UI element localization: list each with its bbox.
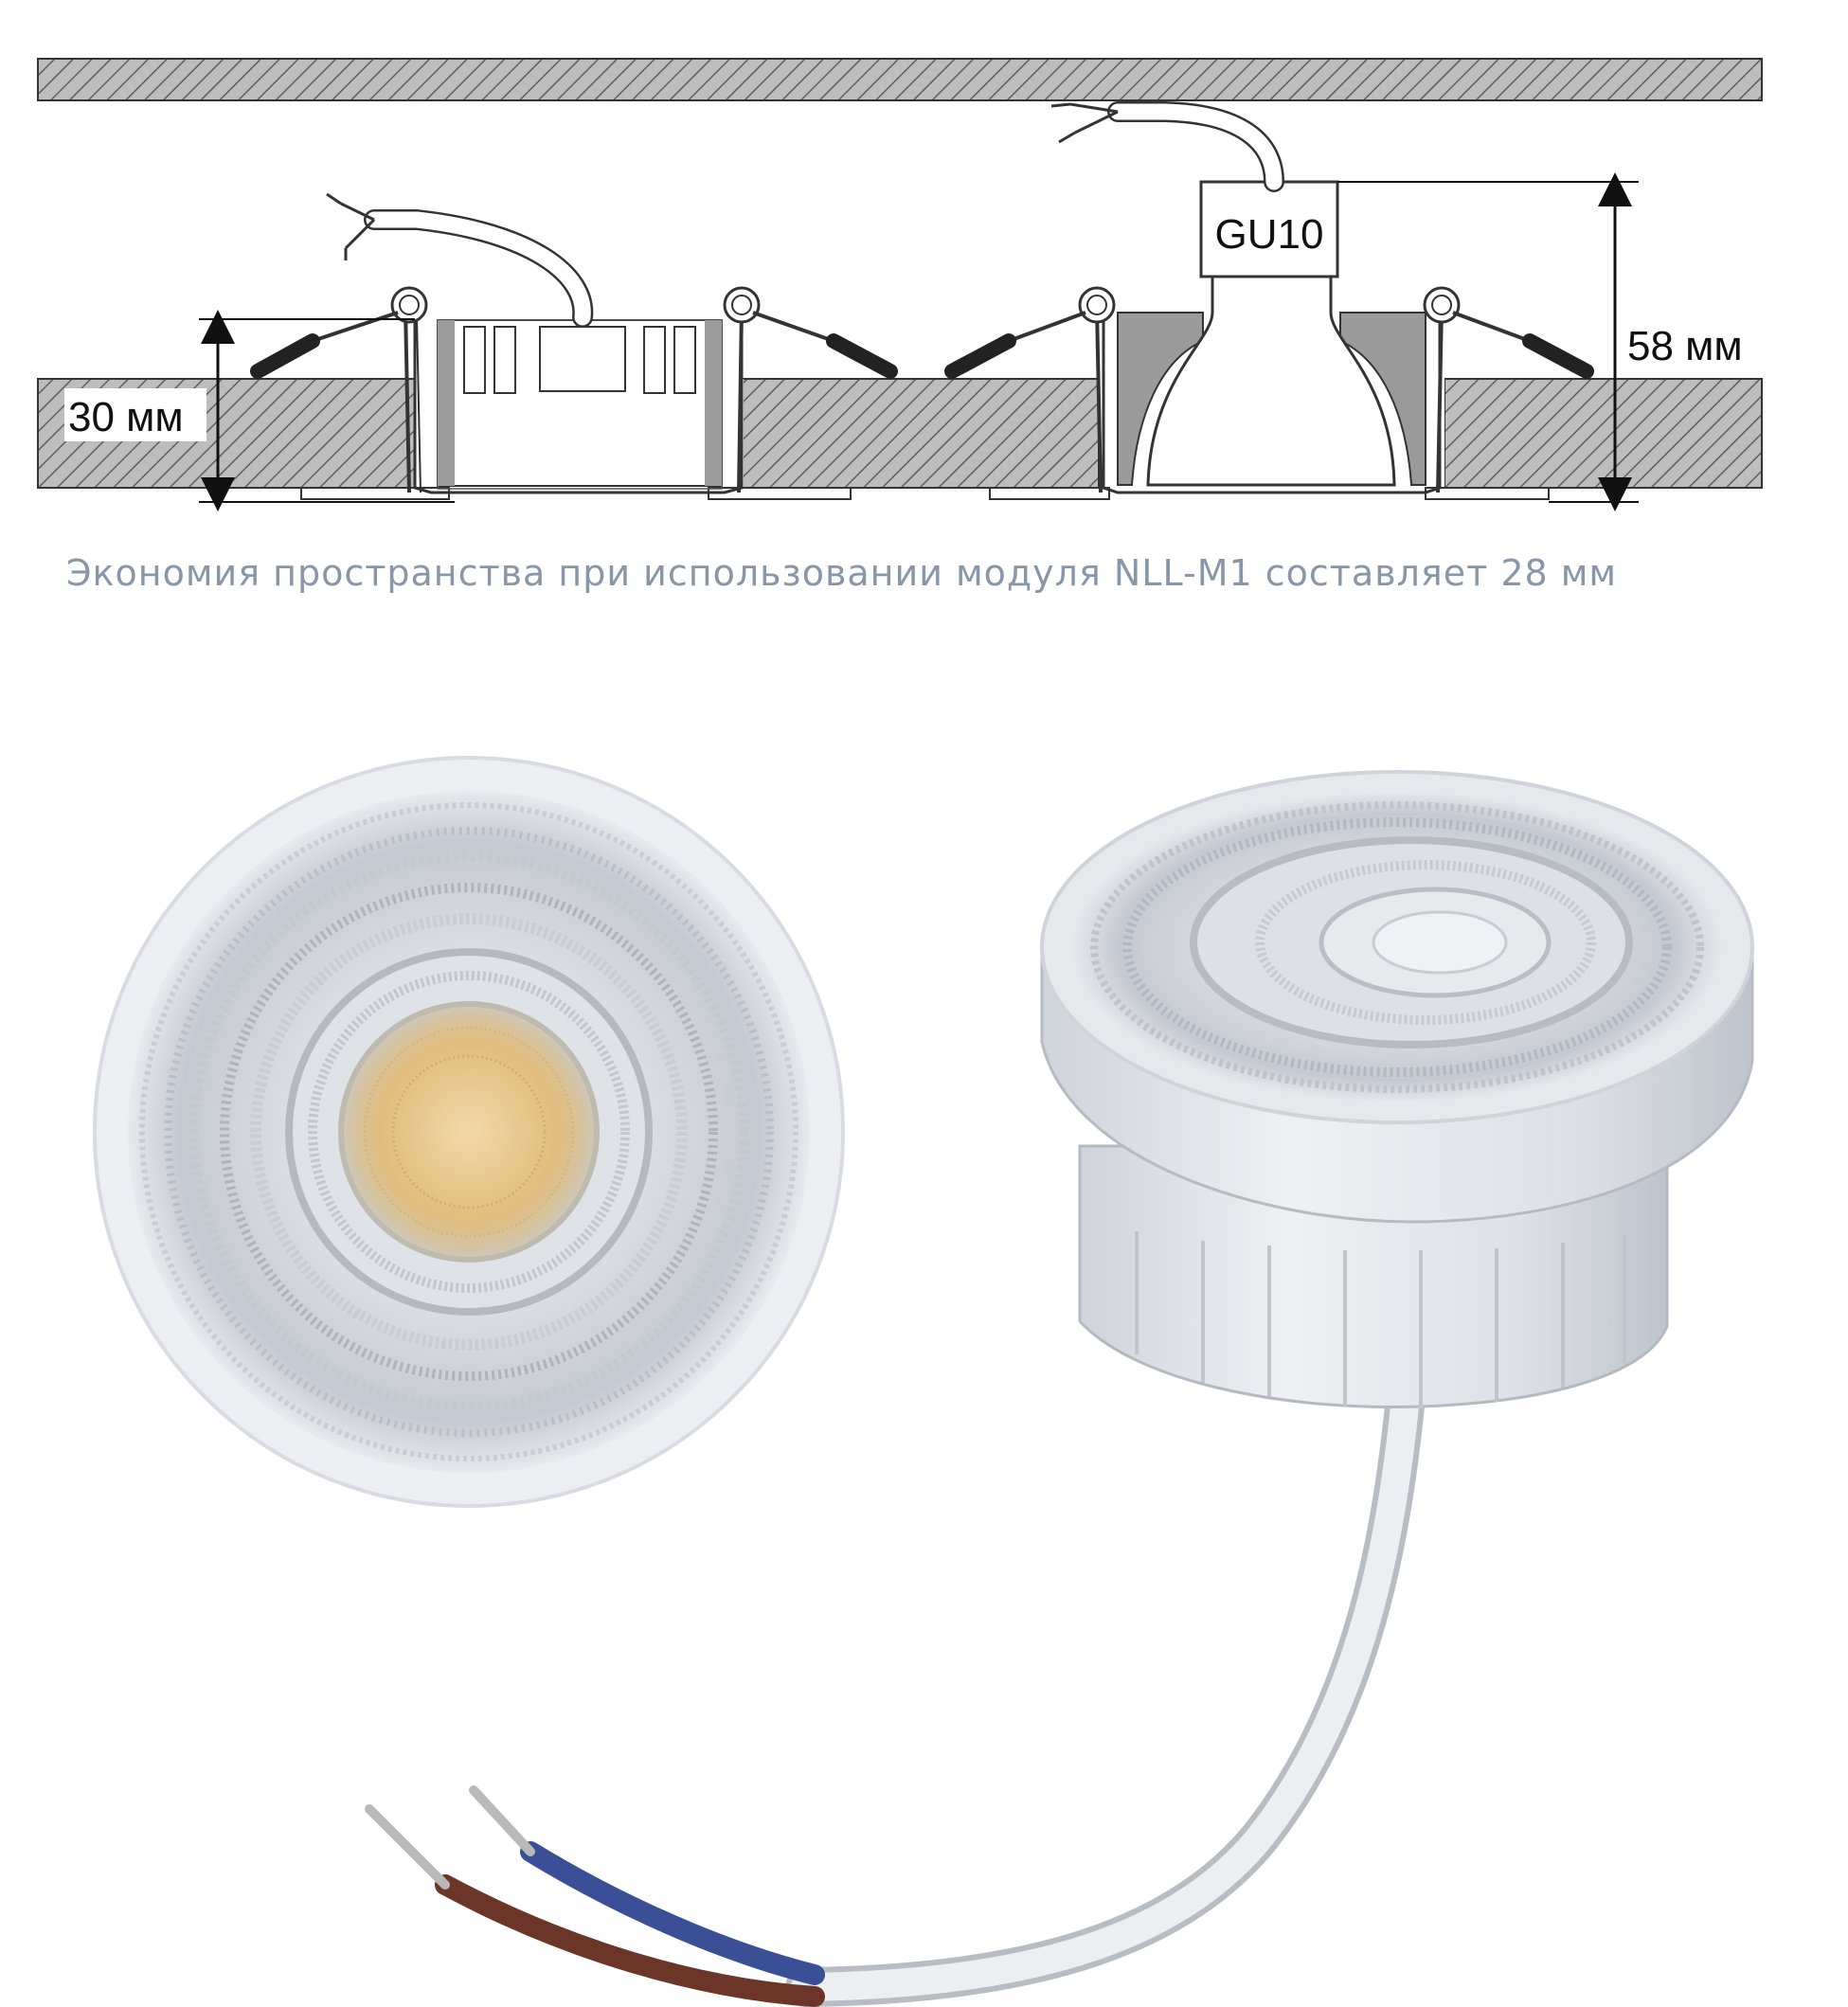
dimension-right: 58 мм [1337,172,1767,511]
caption: Экономия пространства при использовании … [66,552,1617,594]
right-fixture: GU10 [944,101,1594,500]
height-left-label: 30 мм [68,394,184,440]
plasterboard-right-install [1444,378,1763,489]
module-side-view [365,770,1754,2007]
socket-label: GU10 [1215,211,1324,258]
height-right-label: 58 мм [1627,323,1743,369]
left-fixture [250,192,898,500]
module-front-view [93,756,845,1508]
ceiling-slab [37,58,1763,101]
dimension-left: 30 мм [64,310,455,511]
